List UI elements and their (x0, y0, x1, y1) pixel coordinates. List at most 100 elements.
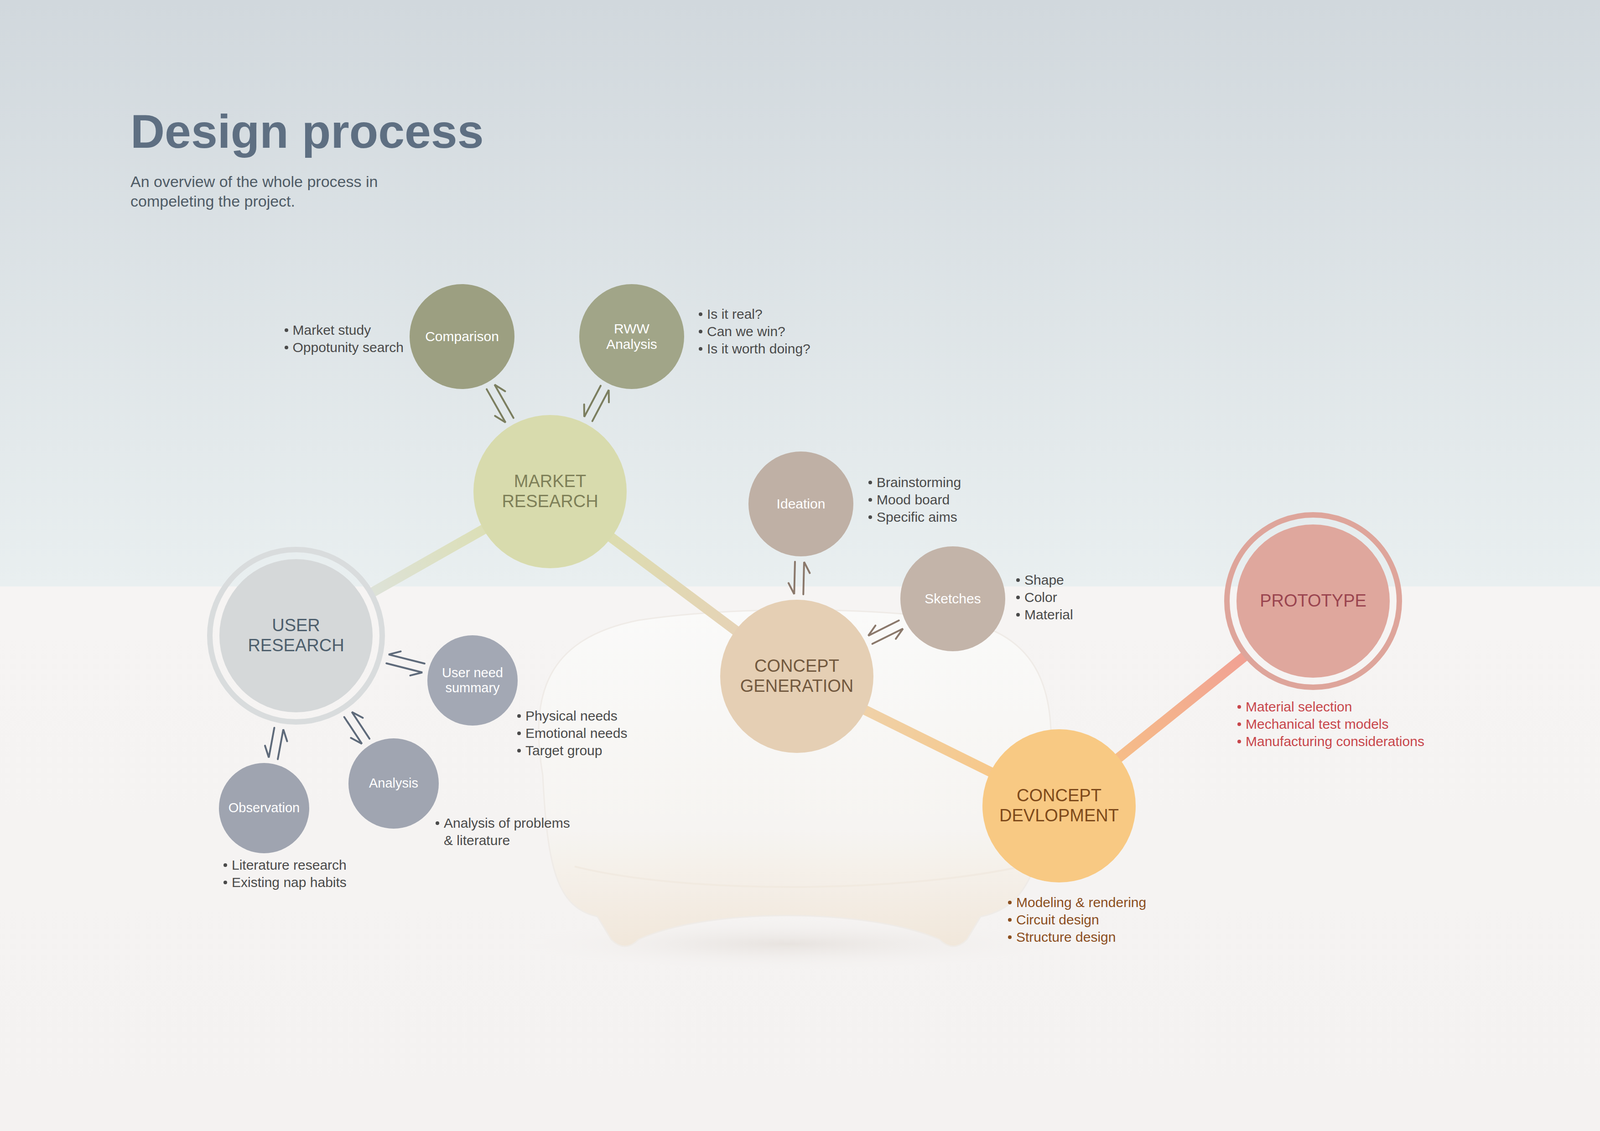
bullet-text: Physical needs (525, 707, 618, 725)
bullet-item: Structure design (1007, 928, 1147, 946)
bullet-item: Material (1016, 606, 1074, 624)
bullet-dot (517, 748, 521, 753)
bullet-list: Physical needsEmotional needsTarget grou… (517, 707, 628, 760)
arrow-line (803, 561, 810, 595)
arrow-line (386, 663, 423, 676)
connector (868, 620, 904, 645)
bullet-item: Oppotunity search (284, 338, 404, 357)
node-label: MARKET RESEARCH (486, 471, 614, 512)
node-text-box: Sketches (900, 546, 1006, 652)
bullet-text: Emotional needs (525, 724, 628, 743)
bullet-list: Modeling & renderingCircuit designStruct… (1007, 893, 1147, 946)
bullet-list: Is it real?Can we win?Is it worth doing? (698, 305, 811, 358)
bullet-item: Color (1016, 588, 1074, 607)
node-text-box: RWW Analysis (579, 284, 685, 390)
bullet-dot (284, 345, 289, 350)
outer-ring (209, 549, 383, 723)
connector (264, 727, 288, 760)
connector (344, 711, 370, 744)
bullet-list: Analysis of problems & literature (435, 814, 577, 850)
bullet-dot (1007, 918, 1012, 922)
connector (609, 535, 738, 633)
node-label: User need summary (435, 665, 510, 697)
bullet-item: Is it worth doing? (698, 340, 811, 358)
connector (1116, 655, 1247, 760)
step-circle: RWW Analysis (579, 284, 685, 390)
bullet-text: Oppotunity search (292, 338, 404, 357)
connector (862, 709, 993, 774)
node-text-box: CONCEPT DEVLOPMENT (982, 729, 1136, 883)
bullet-text: Material selection (1245, 698, 1352, 716)
phase-circle: CONCEPT DEVLOPMENT (982, 729, 1136, 883)
bullet-item: Physical needs (517, 707, 628, 725)
phase-circle: CONCEPT GENERATION (720, 599, 874, 754)
bullet-text: Target group (525, 742, 603, 760)
bullet-item: Can we win? (698, 322, 811, 341)
node-text-box: Analysis (348, 738, 439, 829)
node-text-box: User need summary (427, 635, 518, 726)
bullet-dot (223, 863, 228, 868)
phase-circle: MARKET RESEARCH (473, 415, 627, 569)
bullet-dot (1237, 722, 1242, 727)
bullet-dot (698, 312, 703, 317)
bullet-list: BrainstormingMood boardSpecific aims (868, 473, 962, 526)
bullet-text: Brainstorming (876, 473, 962, 492)
bullet-text: Existing nap habits (231, 873, 347, 892)
bullet-text: Can we win? (706, 322, 786, 341)
sky-ground (0, 0, 1600, 587)
bullet-dot (223, 880, 228, 885)
bullet-text: Is it real? (706, 305, 763, 323)
bullet-item: Analysis of problems & literature (435, 814, 577, 850)
bullet-text: Mechanical test models (1245, 715, 1389, 733)
bullet-text: Modeling & rendering (1016, 893, 1147, 912)
node-label: Ideation (776, 496, 826, 513)
circle-fill (218, 763, 310, 854)
bullet-item: Existing nap habits (223, 873, 347, 892)
connector (788, 561, 811, 595)
node-text-box: USER RESEARCH (207, 546, 385, 725)
arrow-line (351, 711, 370, 739)
bullet-item: Material selection (1237, 698, 1425, 716)
circle-fill (409, 284, 515, 390)
node-label: Sketches (924, 591, 981, 608)
bullet-dot (698, 347, 703, 351)
bullet-list: ShapeColorMaterial (1016, 571, 1074, 624)
step-circle: Analysis (348, 738, 439, 829)
bullet-item: Emotional needs (517, 724, 628, 743)
bullet-text: Market study (292, 321, 372, 339)
bullet-text: Circuit design (1016, 911, 1100, 929)
bullet-dot (1237, 739, 1242, 744)
circle-fill (427, 635, 518, 726)
bullet-dot (517, 731, 521, 736)
process-line (862, 709, 993, 774)
page-caption: An overview of the whole process in comp… (130, 171, 414, 212)
connector (386, 651, 425, 676)
bullet-item: Is it real? (698, 305, 811, 323)
node-label: PROTOTYPE (1259, 591, 1367, 612)
node-text-box: Comparison (409, 284, 515, 390)
bullet-list: Market studyOppotunity search (284, 321, 404, 357)
outer-ring (1226, 514, 1400, 688)
node-label: RWW Analysis (588, 321, 676, 353)
bullet-item: Target group (517, 742, 628, 760)
bullet-dot (517, 714, 521, 718)
node-label: Observation (228, 800, 300, 816)
arrow-line (344, 716, 363, 744)
pouf-body (538, 610, 1052, 947)
circle-fill (348, 738, 439, 829)
bullet-item: Mood board (868, 491, 962, 509)
node-label: Analysis (368, 775, 419, 791)
step-circle: Sketches (900, 546, 1006, 652)
bullet-dot (868, 480, 873, 485)
circle-fill (748, 451, 854, 557)
bullet-dot (868, 498, 873, 502)
connector (370, 528, 486, 594)
phase-circle: PROTOTYPE (1224, 512, 1403, 691)
bullet-text: Manufacturing considerations (1245, 732, 1425, 751)
step-circle: User need summary (427, 635, 518, 726)
node-text-box: PROTOTYPE (1224, 512, 1403, 691)
node-label: CONCEPT DEVLOPMENT (995, 785, 1123, 826)
bullet-dot (1016, 595, 1020, 600)
bullet-text: Specific aims (876, 508, 958, 526)
node-label: CONCEPT GENERATION (732, 656, 861, 697)
